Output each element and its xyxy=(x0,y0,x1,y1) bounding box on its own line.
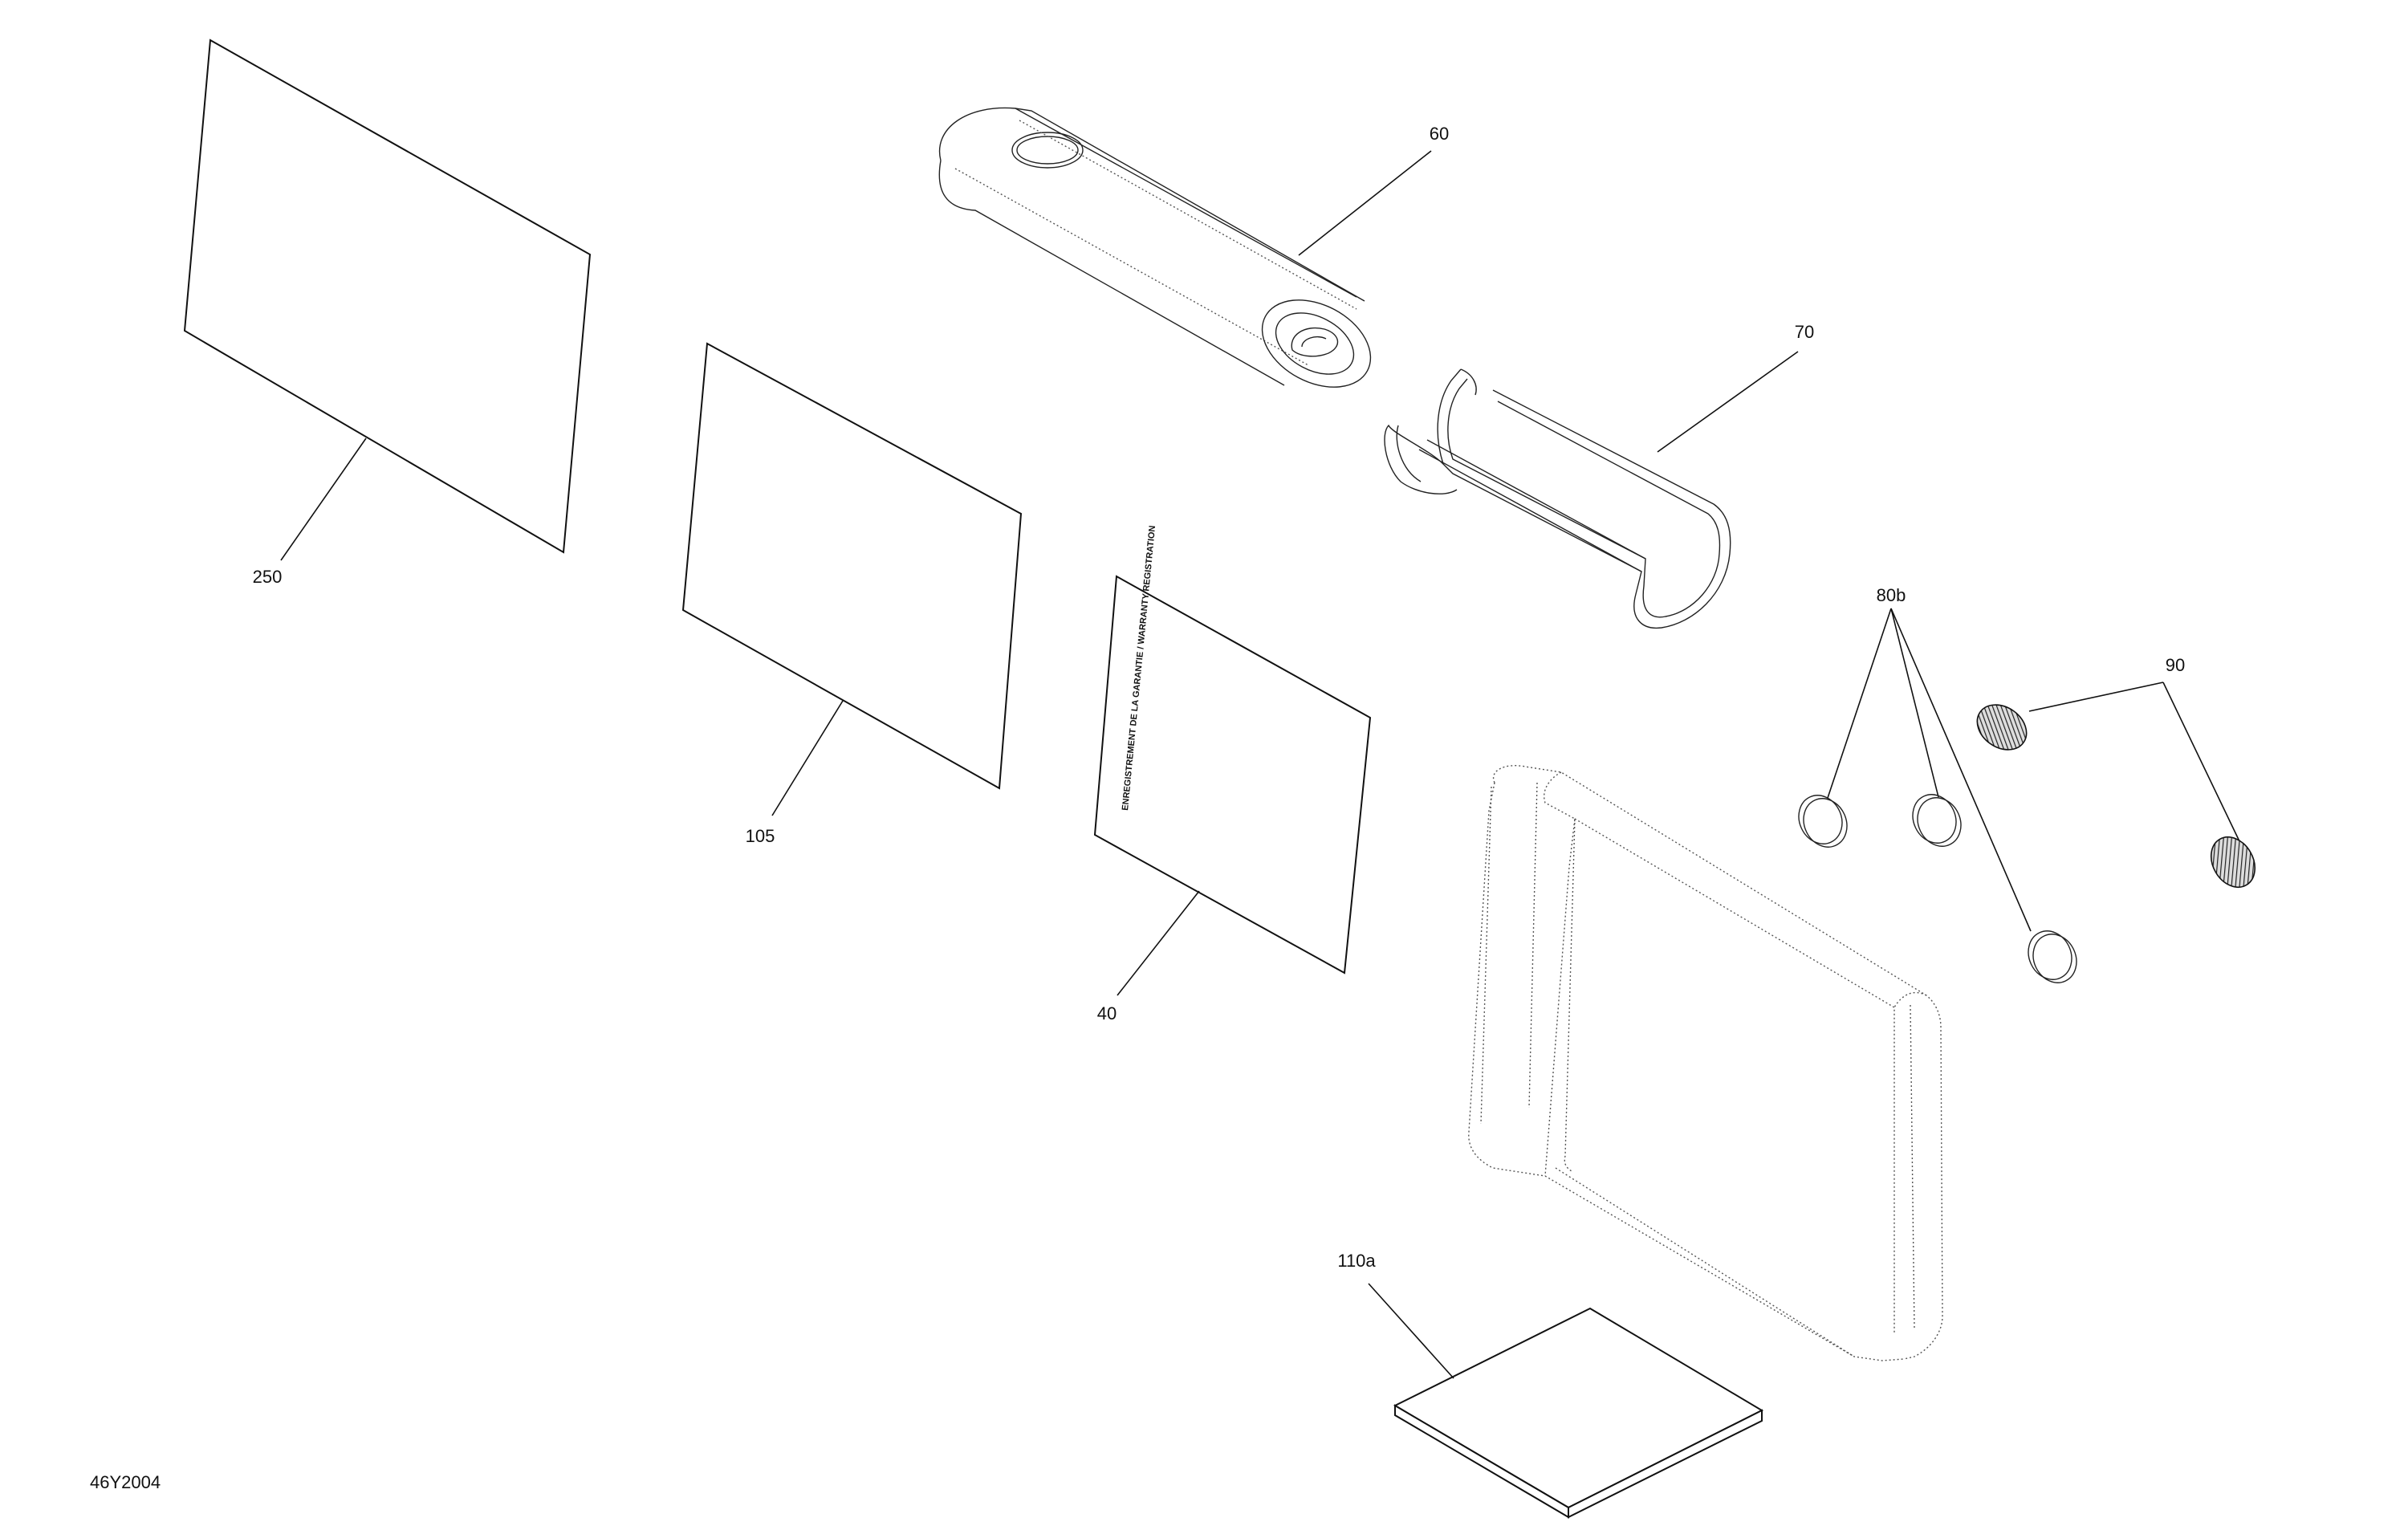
leader-110a xyxy=(1368,1283,1454,1379)
leader-70 xyxy=(1657,351,1799,453)
leader-90-b xyxy=(2162,682,2240,842)
figure-id: 46Y2004 xyxy=(90,1472,161,1492)
callout-40: 40 xyxy=(1097,1003,1117,1023)
leader-80b-a xyxy=(1827,608,1892,799)
leader-40 xyxy=(1117,890,1200,996)
leader-105 xyxy=(771,700,844,816)
callout-105: 105 xyxy=(746,826,775,846)
callout-250: 250 xyxy=(253,567,283,587)
part-40-document: ENREGISTREMENT DE LA GARANTIE / WARRANTY… xyxy=(1093,525,1372,1023)
callout-80b: 80b xyxy=(1877,585,1906,605)
callout-110a: 110a xyxy=(1337,1251,1376,1271)
pad-90-2 xyxy=(2210,836,2256,888)
leader-80b-b xyxy=(1890,608,1939,798)
callout-90: 90 xyxy=(2166,655,2185,675)
part-70-bracket: 70 xyxy=(1384,322,1814,629)
roll-end-spiral xyxy=(1261,299,1372,388)
storage-case xyxy=(1468,765,1943,1361)
part-80b-pads: 80b xyxy=(1798,585,2077,983)
pad-90-1 xyxy=(1976,704,2028,751)
leader-250 xyxy=(280,437,367,561)
roll-end-opening xyxy=(1011,132,1084,169)
pad-80b-1 xyxy=(1798,795,1848,848)
part-250-sheet: 250 xyxy=(183,39,592,587)
part-110a-foam-block: 110a xyxy=(1337,1251,1764,1519)
callout-70: 70 xyxy=(1795,322,1814,342)
leader-80b-c xyxy=(1890,608,2032,932)
leader-60 xyxy=(1298,150,1432,256)
callout-60: 60 xyxy=(1430,124,1449,144)
part-60-rolled-pad: 60 xyxy=(938,107,1449,388)
part-105-sheet: 105 xyxy=(681,342,1023,846)
pad-80b-3 xyxy=(2028,930,2077,983)
pad-80b-2 xyxy=(1912,794,1962,847)
part-90-pads: 90 xyxy=(1976,655,2256,888)
leader-90-a xyxy=(2028,682,2164,712)
